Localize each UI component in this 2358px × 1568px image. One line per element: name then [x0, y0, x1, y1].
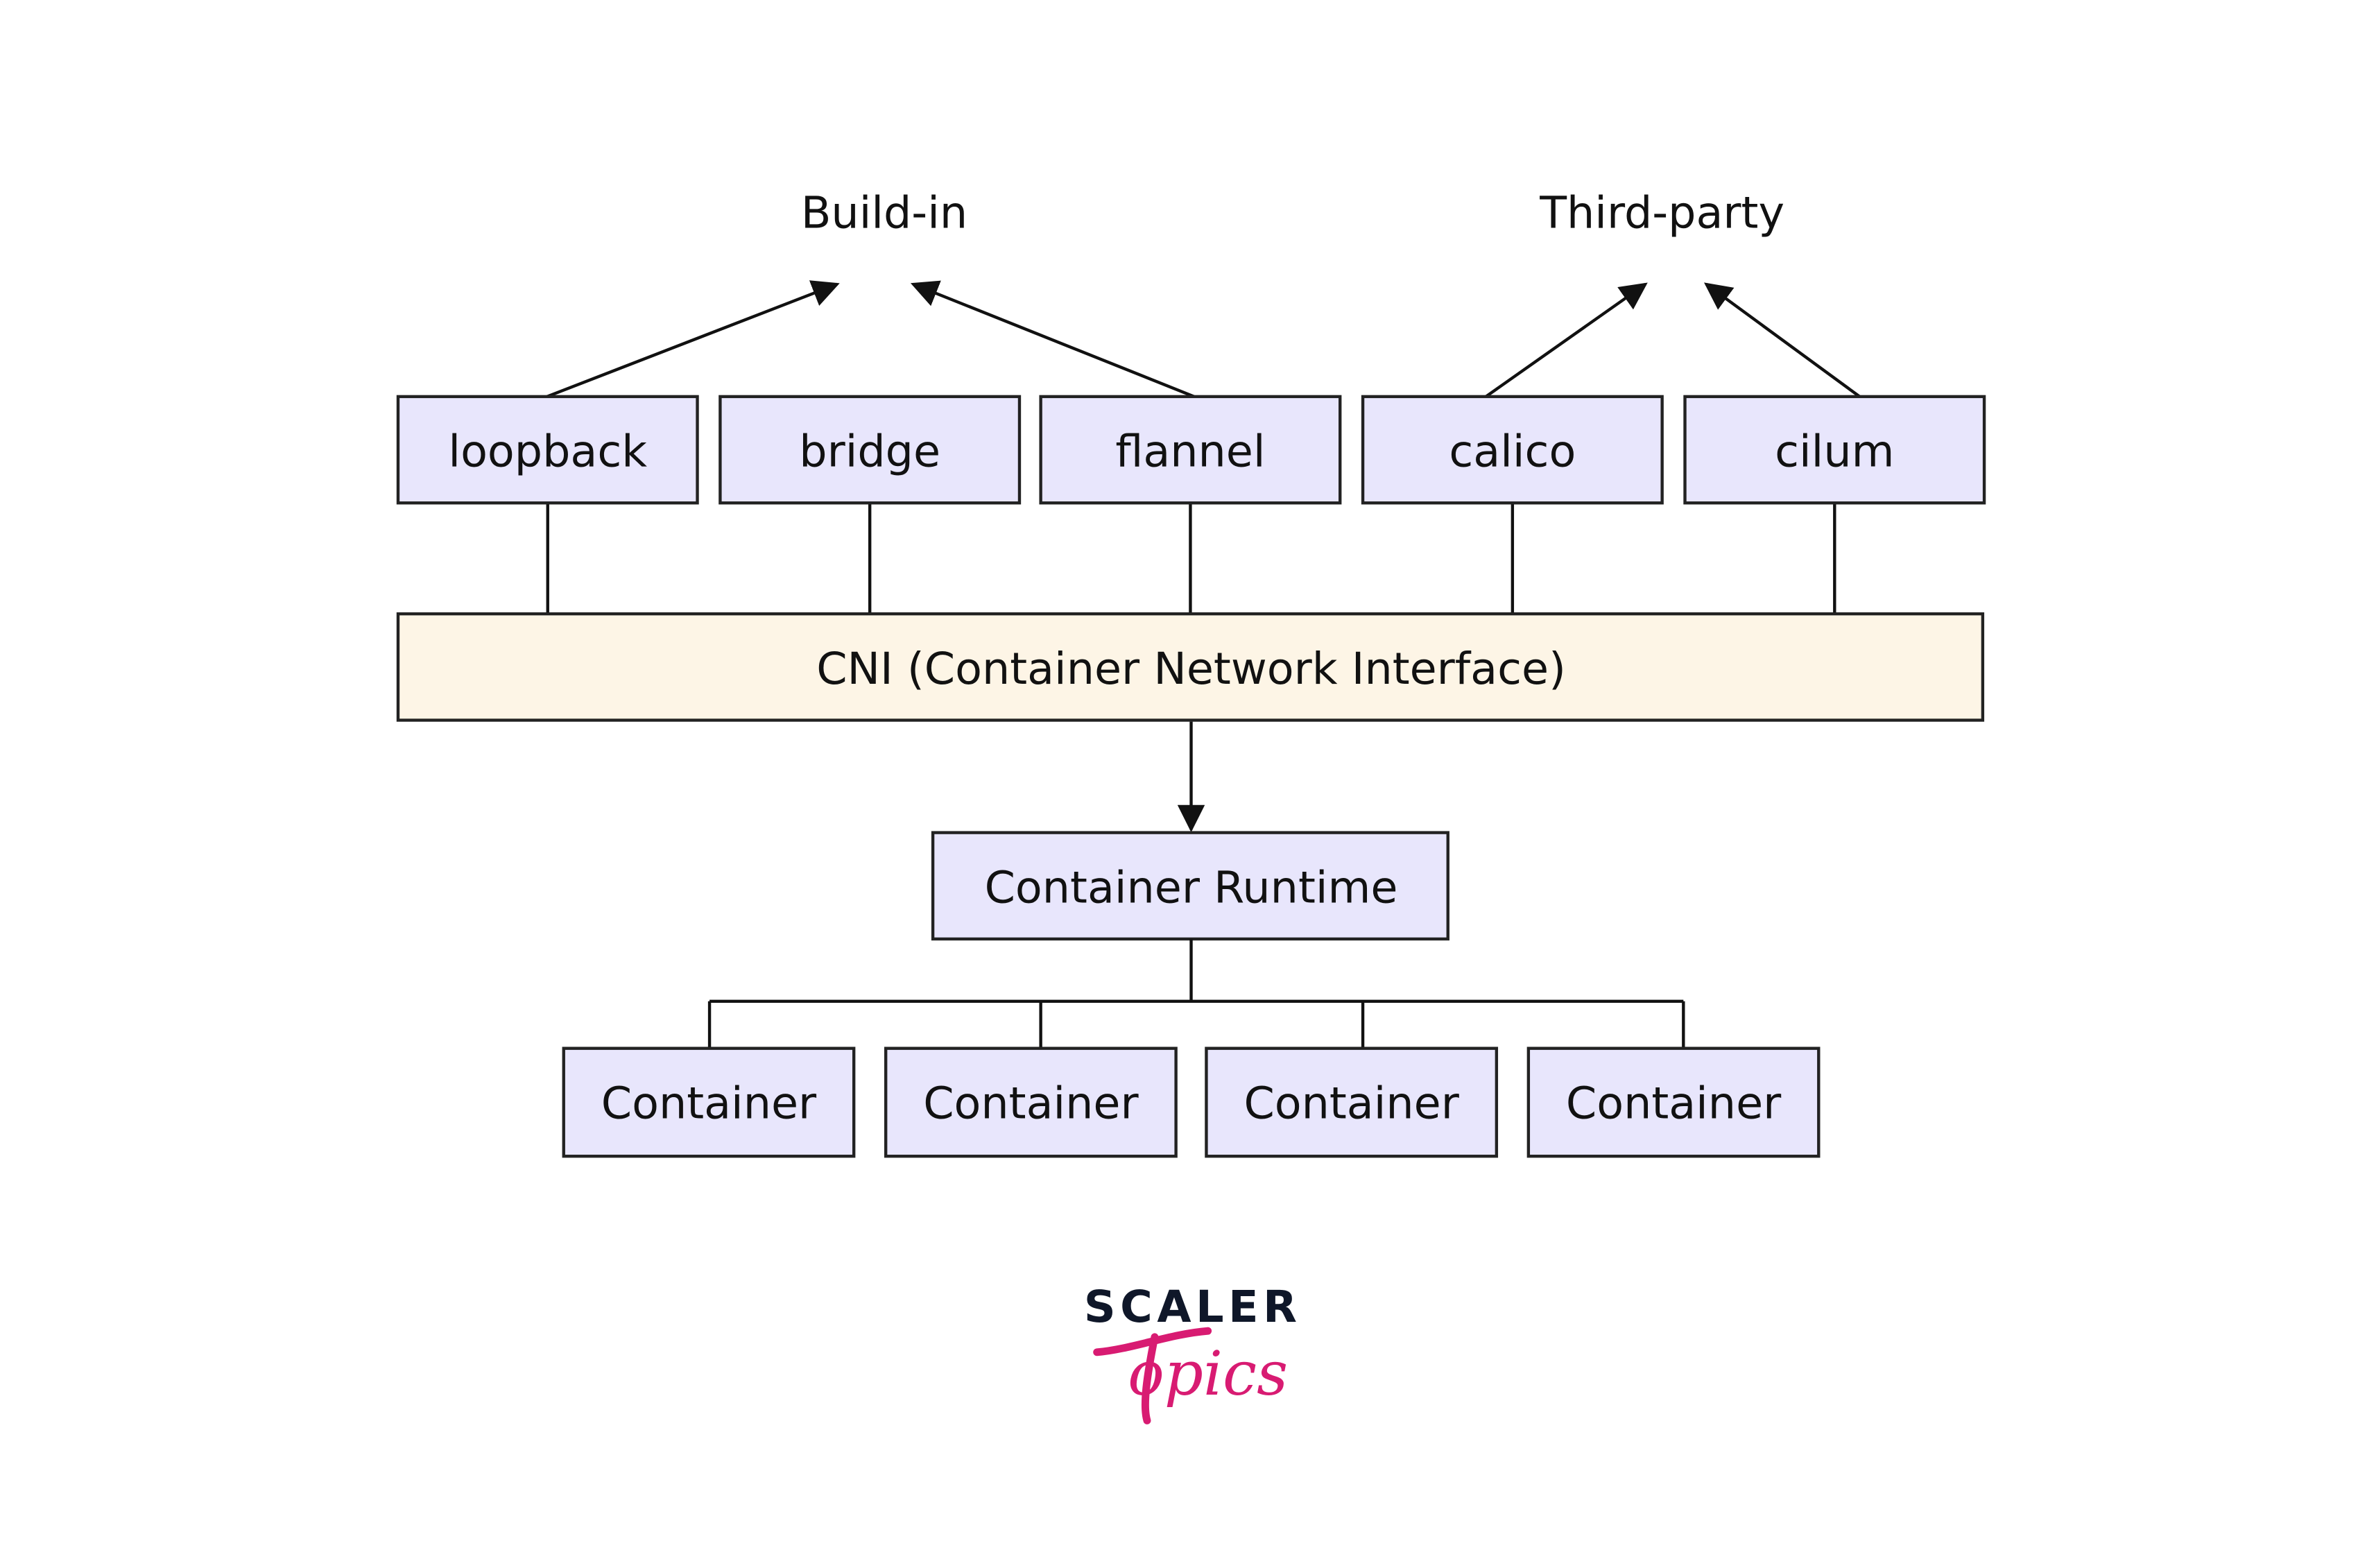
group-label-thirdparty: Third-party — [1539, 187, 1784, 239]
cni-box — [396, 612, 1985, 722]
container-box — [562, 1046, 856, 1158]
container-box — [1526, 1046, 1821, 1158]
container-label: Container — [923, 1077, 1139, 1128]
logo-topics: opics — [1128, 1338, 1288, 1409]
arrow-loopback-builtin — [546, 280, 840, 398]
group-label-builtin: Build-in — [801, 187, 967, 239]
plugin-label: bridge — [799, 426, 940, 477]
plugin-box-calico — [1361, 395, 1664, 505]
runtime-label: Container Runtime — [985, 861, 1398, 913]
scaler-topics-logo: SCALER opics — [1084, 1281, 1302, 1424]
container-label: Container — [1566, 1077, 1782, 1128]
runtime-box — [931, 831, 1449, 941]
arrow-cilum-thirdparty — [1703, 282, 1861, 398]
plugin-box-flannel — [1039, 395, 1342, 505]
arrow-calico-thirdparty — [1485, 282, 1648, 398]
container-label: Container — [601, 1077, 817, 1128]
cni-label: CNI (Container Network Interface) — [816, 643, 1566, 694]
plugin-label: calico — [1449, 426, 1576, 477]
container-box — [884, 1046, 1178, 1158]
plugin-box-loopback — [396, 395, 699, 505]
plugin-label: loopback — [448, 426, 647, 477]
runtime-connectors — [707, 938, 1685, 1049]
container-box — [1205, 1046, 1499, 1158]
plugin-box-cilum — [1683, 395, 1986, 505]
logo-scaler: SCALER — [1084, 1281, 1302, 1332]
plugin-box-bridge — [718, 395, 1022, 505]
plugin-label: cilum — [1775, 426, 1894, 477]
arrow-flannel-builtin — [910, 280, 1195, 398]
plugin-label: flannel — [1115, 426, 1265, 477]
container-label: Container — [1243, 1077, 1459, 1128]
